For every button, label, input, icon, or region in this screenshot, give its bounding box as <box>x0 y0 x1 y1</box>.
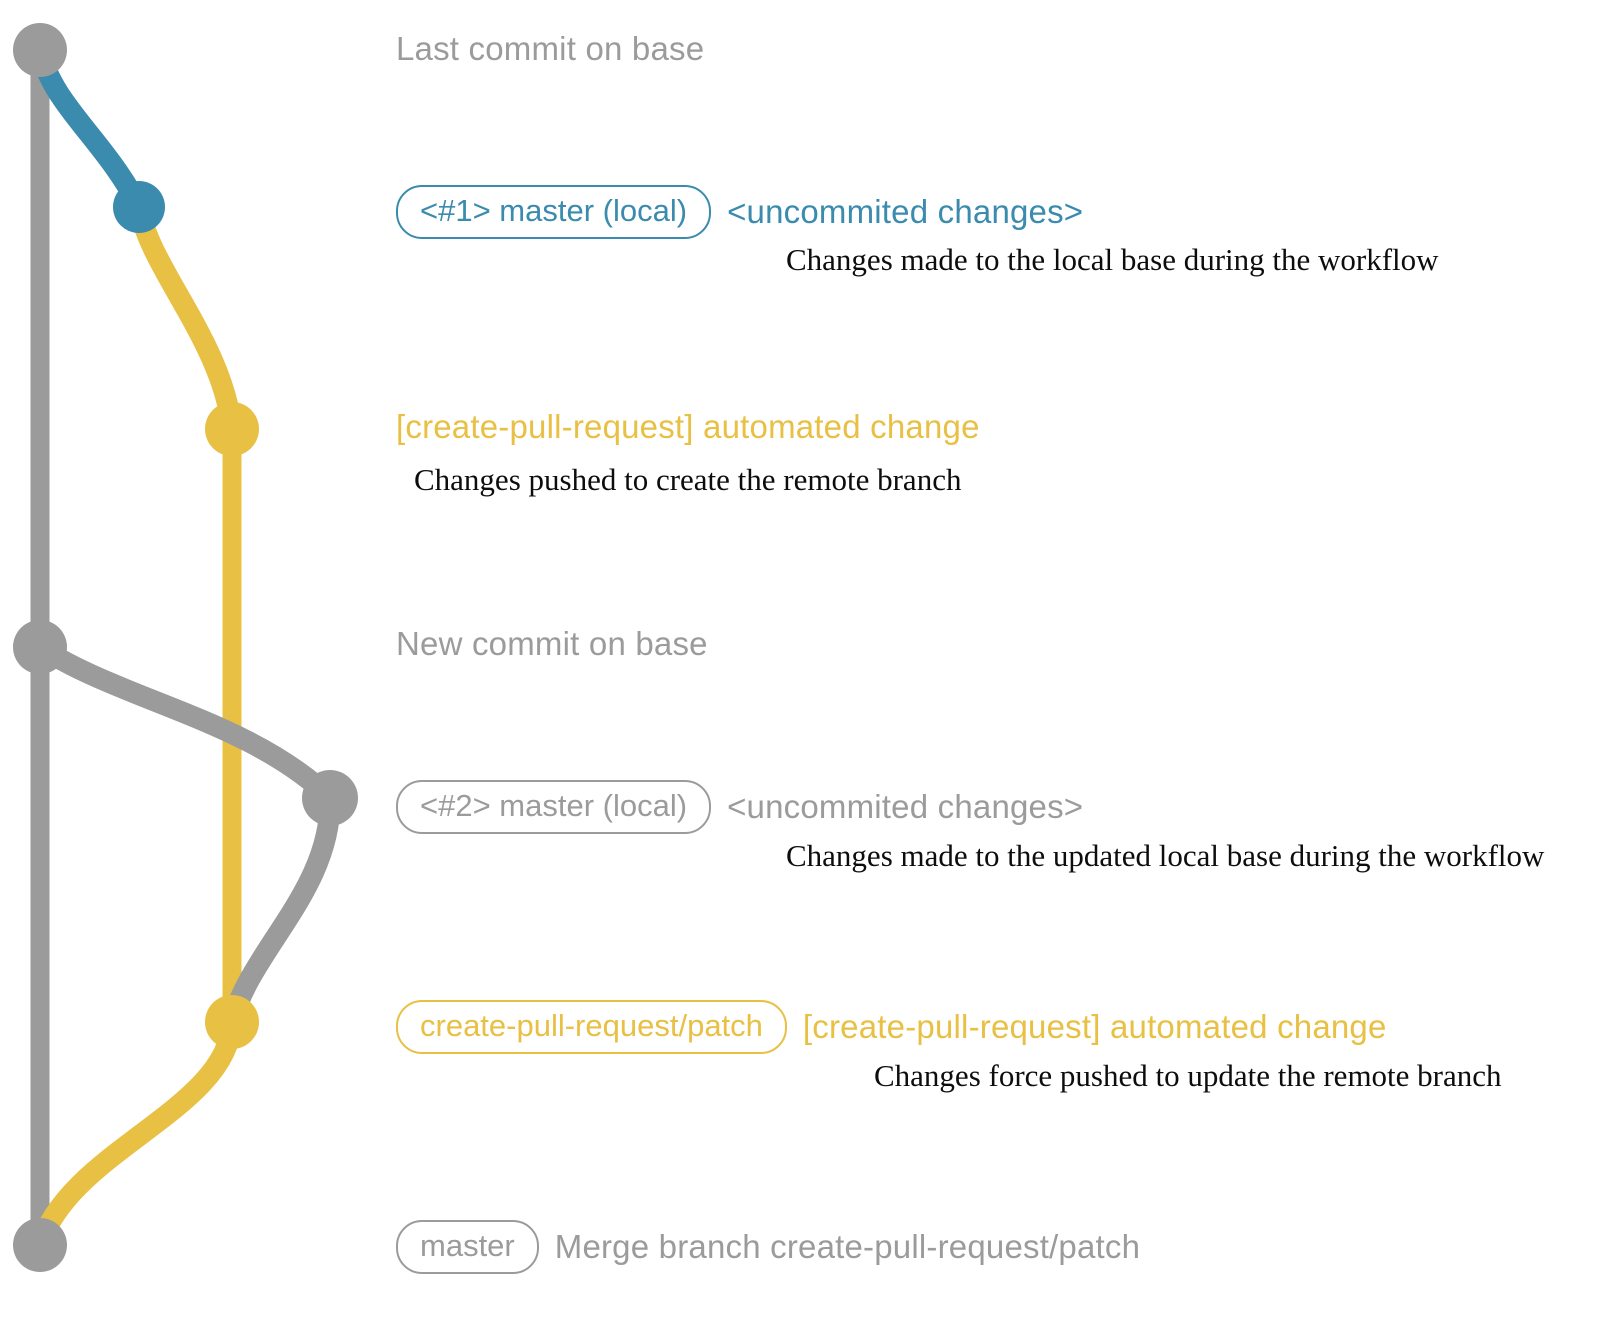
row-automated-change-1: [create-pull-request] automated change <box>396 408 980 446</box>
edge-base-to-local2 <box>29 636 341 809</box>
commit-node-automated-change-1[interactable] <box>205 402 259 456</box>
commit-node-new-commit-on-base[interactable] <box>13 620 67 674</box>
subtext-automated-change-2: Changes force pushed to update the remot… <box>874 1058 1502 1093</box>
commit-node-automated-change-2[interactable] <box>205 995 259 1049</box>
commit-message-automated-change-1: [create-pull-request] automated change <box>396 408 980 445</box>
commit-graph <box>13 23 358 1272</box>
row-automated-change-2: create-pull-request/patch [create-pull-r… <box>396 1000 1387 1054</box>
commit-message-master-local-2: <uncommited changes> <box>727 788 1084 825</box>
commit-node-merge-branch[interactable] <box>13 1218 67 1272</box>
edge-local1-to-patch1 <box>128 196 243 440</box>
branch-badge-master-local-2[interactable]: <#2> master (local) <box>396 780 712 834</box>
edge-base-to-local1 <box>29 39 150 218</box>
commit-message-last-commit-on-base: Last commit on base <box>396 30 705 67</box>
commit-node-master-local-2[interactable] <box>302 770 358 826</box>
commit-message-merge-branch: Merge branch create-pull-request/patch <box>554 1228 1141 1265</box>
branch-badge-master[interactable]: master <box>396 1220 539 1274</box>
edge-patch2-to-master <box>29 1011 243 1256</box>
row-new-commit-on-base: New commit on base <box>396 625 708 663</box>
row-last-commit-on-base: Last commit on base <box>396 30 704 68</box>
row-master-local-2: <#2> master (local) <uncommited changes> <box>396 780 1083 834</box>
branch-badge-create-pull-request-patch[interactable]: create-pull-request/patch <box>396 1000 787 1054</box>
branch-badge-master-local-1[interactable]: <#1> master (local) <box>396 185 712 239</box>
subtext-master-local-2: Changes made to the updated local base d… <box>786 838 1545 873</box>
edge-local2-to-patch2 <box>221 787 341 1033</box>
subtext-master-local-1: Changes made to the local base during th… <box>786 242 1439 277</box>
subtext-automated-change-1: Changes pushed to create the remote bran… <box>414 462 962 497</box>
commit-node-master-local-1[interactable] <box>113 181 165 233</box>
commit-message-automated-change-2: [create-pull-request] automated change <box>802 1008 1387 1045</box>
commit-node-last-commit-on-base[interactable] <box>13 23 67 77</box>
commit-message-new-commit-on-base: New commit on base <box>396 625 708 662</box>
commit-message-master-local-1: <uncommited changes> <box>727 193 1084 230</box>
row-merge-branch: master Merge branch create-pull-request/… <box>396 1220 1140 1274</box>
row-master-local-1: <#1> master (local) <uncommited changes> <box>396 185 1083 239</box>
